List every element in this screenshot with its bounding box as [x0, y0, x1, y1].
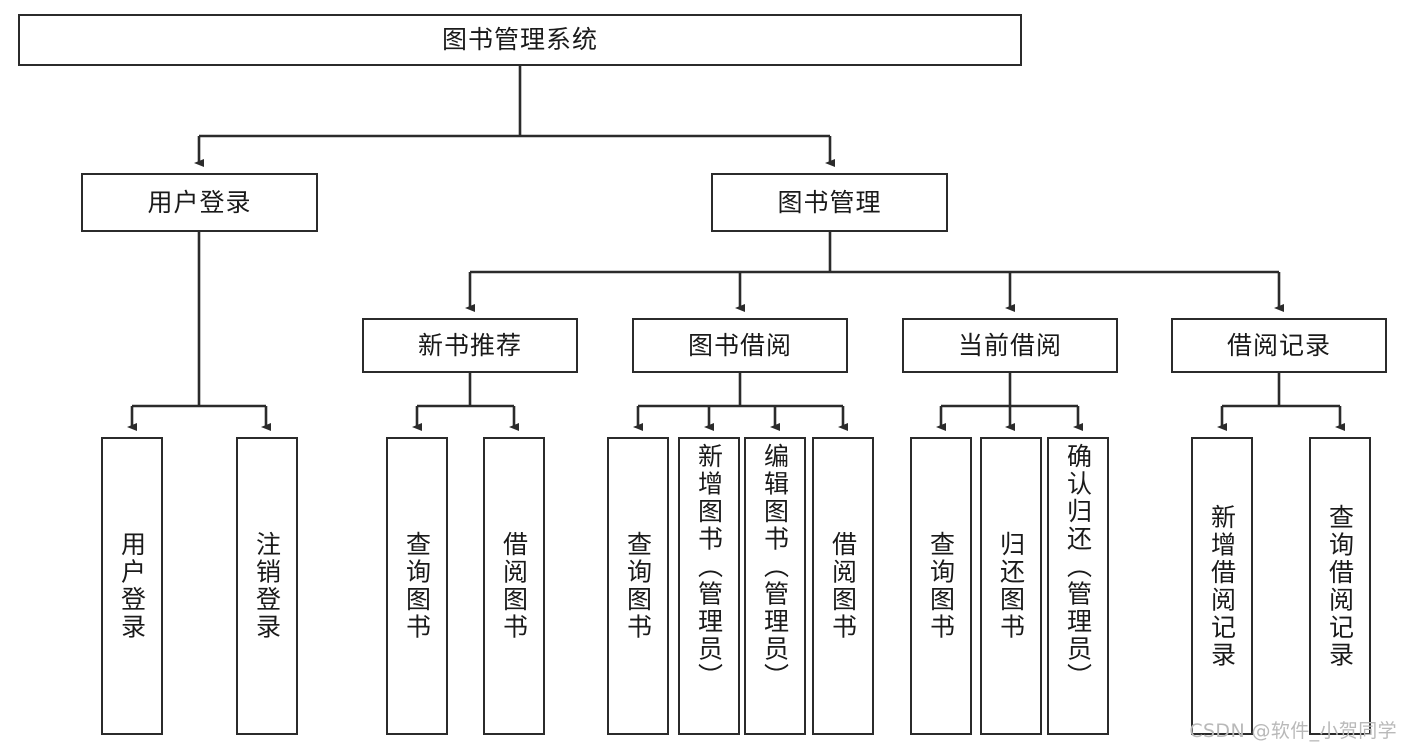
- node-current-borrow[interactable]: 当前借阅: [902, 318, 1118, 373]
- leaf-user-login[interactable]: 用户登录: [101, 437, 163, 735]
- node-label: 用户登录: [147, 187, 252, 217]
- node-label: 归还图书: [996, 531, 1026, 641]
- node-label: 图书管理系统: [441, 25, 598, 54]
- node-book-borrow[interactable]: 图书借阅: [632, 318, 848, 373]
- node-label: 查询图书: [926, 531, 956, 641]
- node-book-management[interactable]: 图书管理: [711, 173, 948, 232]
- leaf-query-book-current[interactable]: 查询图书: [910, 437, 972, 735]
- node-new-book-recommend[interactable]: 新书推荐: [362, 318, 578, 373]
- node-label: 新增图书（管理员）: [694, 443, 724, 691]
- leaf-confirm-return-admin[interactable]: 确认归还（管理员）: [1047, 437, 1109, 735]
- node-label: 新书推荐: [417, 330, 522, 360]
- node-label: 注销登录: [252, 531, 282, 641]
- node-label: 图书管理: [777, 187, 882, 217]
- node-borrow-record[interactable]: 借阅记录: [1171, 318, 1387, 373]
- leaf-query-book-recommend[interactable]: 查询图书: [386, 437, 448, 735]
- node-label: 当前借阅: [957, 330, 1062, 360]
- leaf-logout-login[interactable]: 注销登录: [236, 437, 298, 735]
- leaf-edit-book-admin[interactable]: 编辑图书（管理员）: [744, 437, 806, 735]
- leaf-borrow-book-recommend[interactable]: 借阅图书: [483, 437, 545, 735]
- leaf-borrow-book-borrow[interactable]: 借阅图书: [812, 437, 874, 735]
- node-label: 编辑图书（管理员）: [760, 443, 790, 691]
- node-user-login[interactable]: 用户登录: [81, 173, 318, 232]
- node-label: 用户登录: [117, 531, 147, 641]
- node-label: 查询借阅记录: [1325, 503, 1355, 669]
- leaf-return-book[interactable]: 归还图书: [980, 437, 1042, 735]
- leaf-add-book-admin[interactable]: 新增图书（管理员）: [678, 437, 740, 735]
- node-label: 新增借阅记录: [1207, 503, 1237, 669]
- leaf-query-book-borrow[interactable]: 查询图书: [607, 437, 669, 735]
- node-label: 查询图书: [402, 531, 432, 641]
- node-label: 借阅图书: [499, 531, 529, 641]
- leaf-query-borrow-record[interactable]: 查询借阅记录: [1309, 437, 1371, 735]
- node-label: 确认归还（管理员）: [1063, 443, 1093, 691]
- csdn-watermark: CSDN @软件_小贺同学: [1189, 720, 1397, 742]
- node-label: 借阅图书: [828, 531, 858, 641]
- node-label: 借阅记录: [1226, 330, 1331, 360]
- node-label: 查询图书: [623, 531, 653, 641]
- node-root-book-management-system[interactable]: 图书管理系统: [18, 14, 1022, 66]
- leaf-add-borrow-record[interactable]: 新增借阅记录: [1191, 437, 1253, 735]
- node-label: 图书借阅: [687, 330, 792, 360]
